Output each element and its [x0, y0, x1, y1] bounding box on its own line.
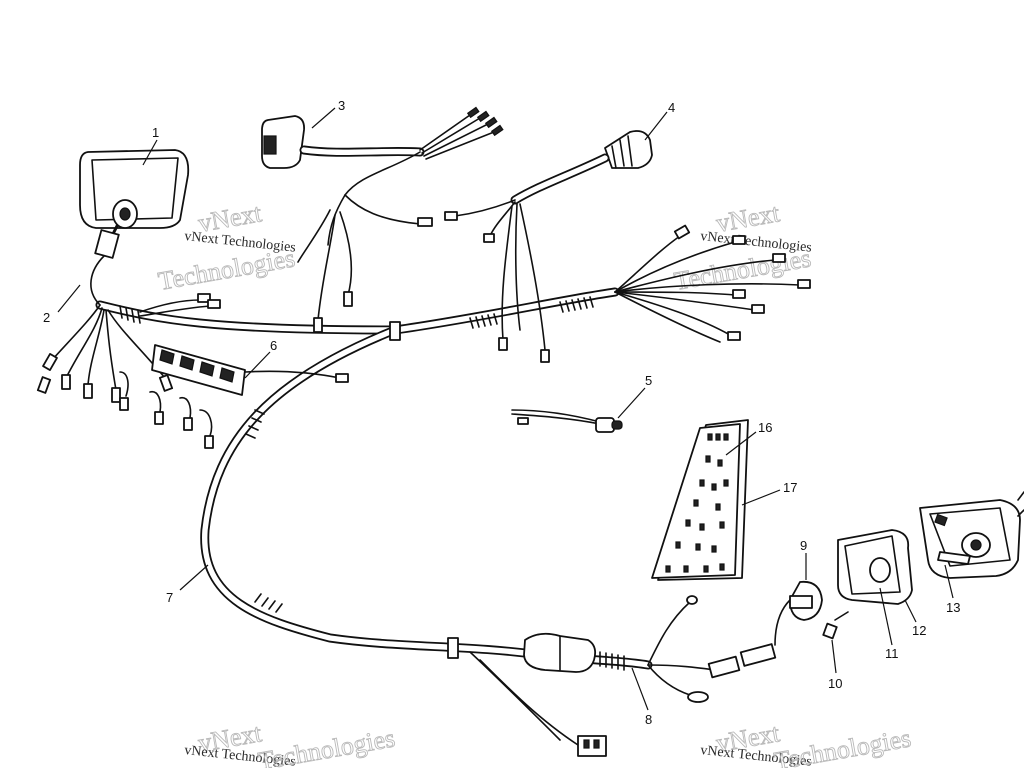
watermark-big-line2: Technologies: [772, 723, 913, 768]
headlight-connector: [94, 229, 120, 259]
callout-3: 3: [338, 98, 345, 113]
watermark-right-top: vNext Technologies vNext Technologies: [672, 198, 814, 297]
callout-7: 7: [166, 590, 173, 605]
callout-10: 10: [828, 676, 842, 691]
fuse-panel: [651, 419, 749, 581]
headlight-assembly: [79, 149, 190, 306]
callout-13: 13: [946, 600, 960, 615]
right-wire-fanout: [614, 224, 811, 343]
harness-tape: [119, 296, 625, 671]
rear-plug-connector: [577, 735, 607, 757]
main-harness: [95, 287, 653, 671]
connector-boot: [444, 130, 653, 363]
callout-8: 8: [645, 712, 652, 727]
small-bulb-lead: [511, 409, 623, 433]
rear-harness-end: [469, 595, 777, 757]
harness-clamp: [447, 637, 459, 659]
callout-12: 12: [912, 623, 926, 638]
callout-6: 6: [270, 338, 277, 353]
callout-16: 16: [758, 420, 772, 435]
terminal-block: [151, 344, 349, 396]
callout-labels: 1 2 3 4 5 6 7 8 9 10 11 12 13 16 17: [43, 98, 960, 727]
bulb-socket: [774, 580, 849, 646]
handlebar-switch: [261, 106, 504, 333]
callout-17: 17: [783, 480, 797, 495]
callout-1: 1: [152, 125, 159, 140]
callout-4: 4: [668, 100, 675, 115]
harness-clamp: [389, 321, 401, 341]
watermark-big-line2: Technologies: [256, 723, 397, 768]
callout-2: 2: [43, 310, 50, 325]
callout-5: 5: [645, 373, 652, 388]
tail-light-assembly: [837, 491, 1024, 605]
callout-9: 9: [800, 538, 807, 553]
watermark-right-bottom: vNext vNext Technologies Technologies: [700, 718, 914, 768]
callout-11: 11: [885, 646, 899, 661]
watermark-left-bottom: vNext vNext Technologies Technologies: [184, 718, 398, 768]
